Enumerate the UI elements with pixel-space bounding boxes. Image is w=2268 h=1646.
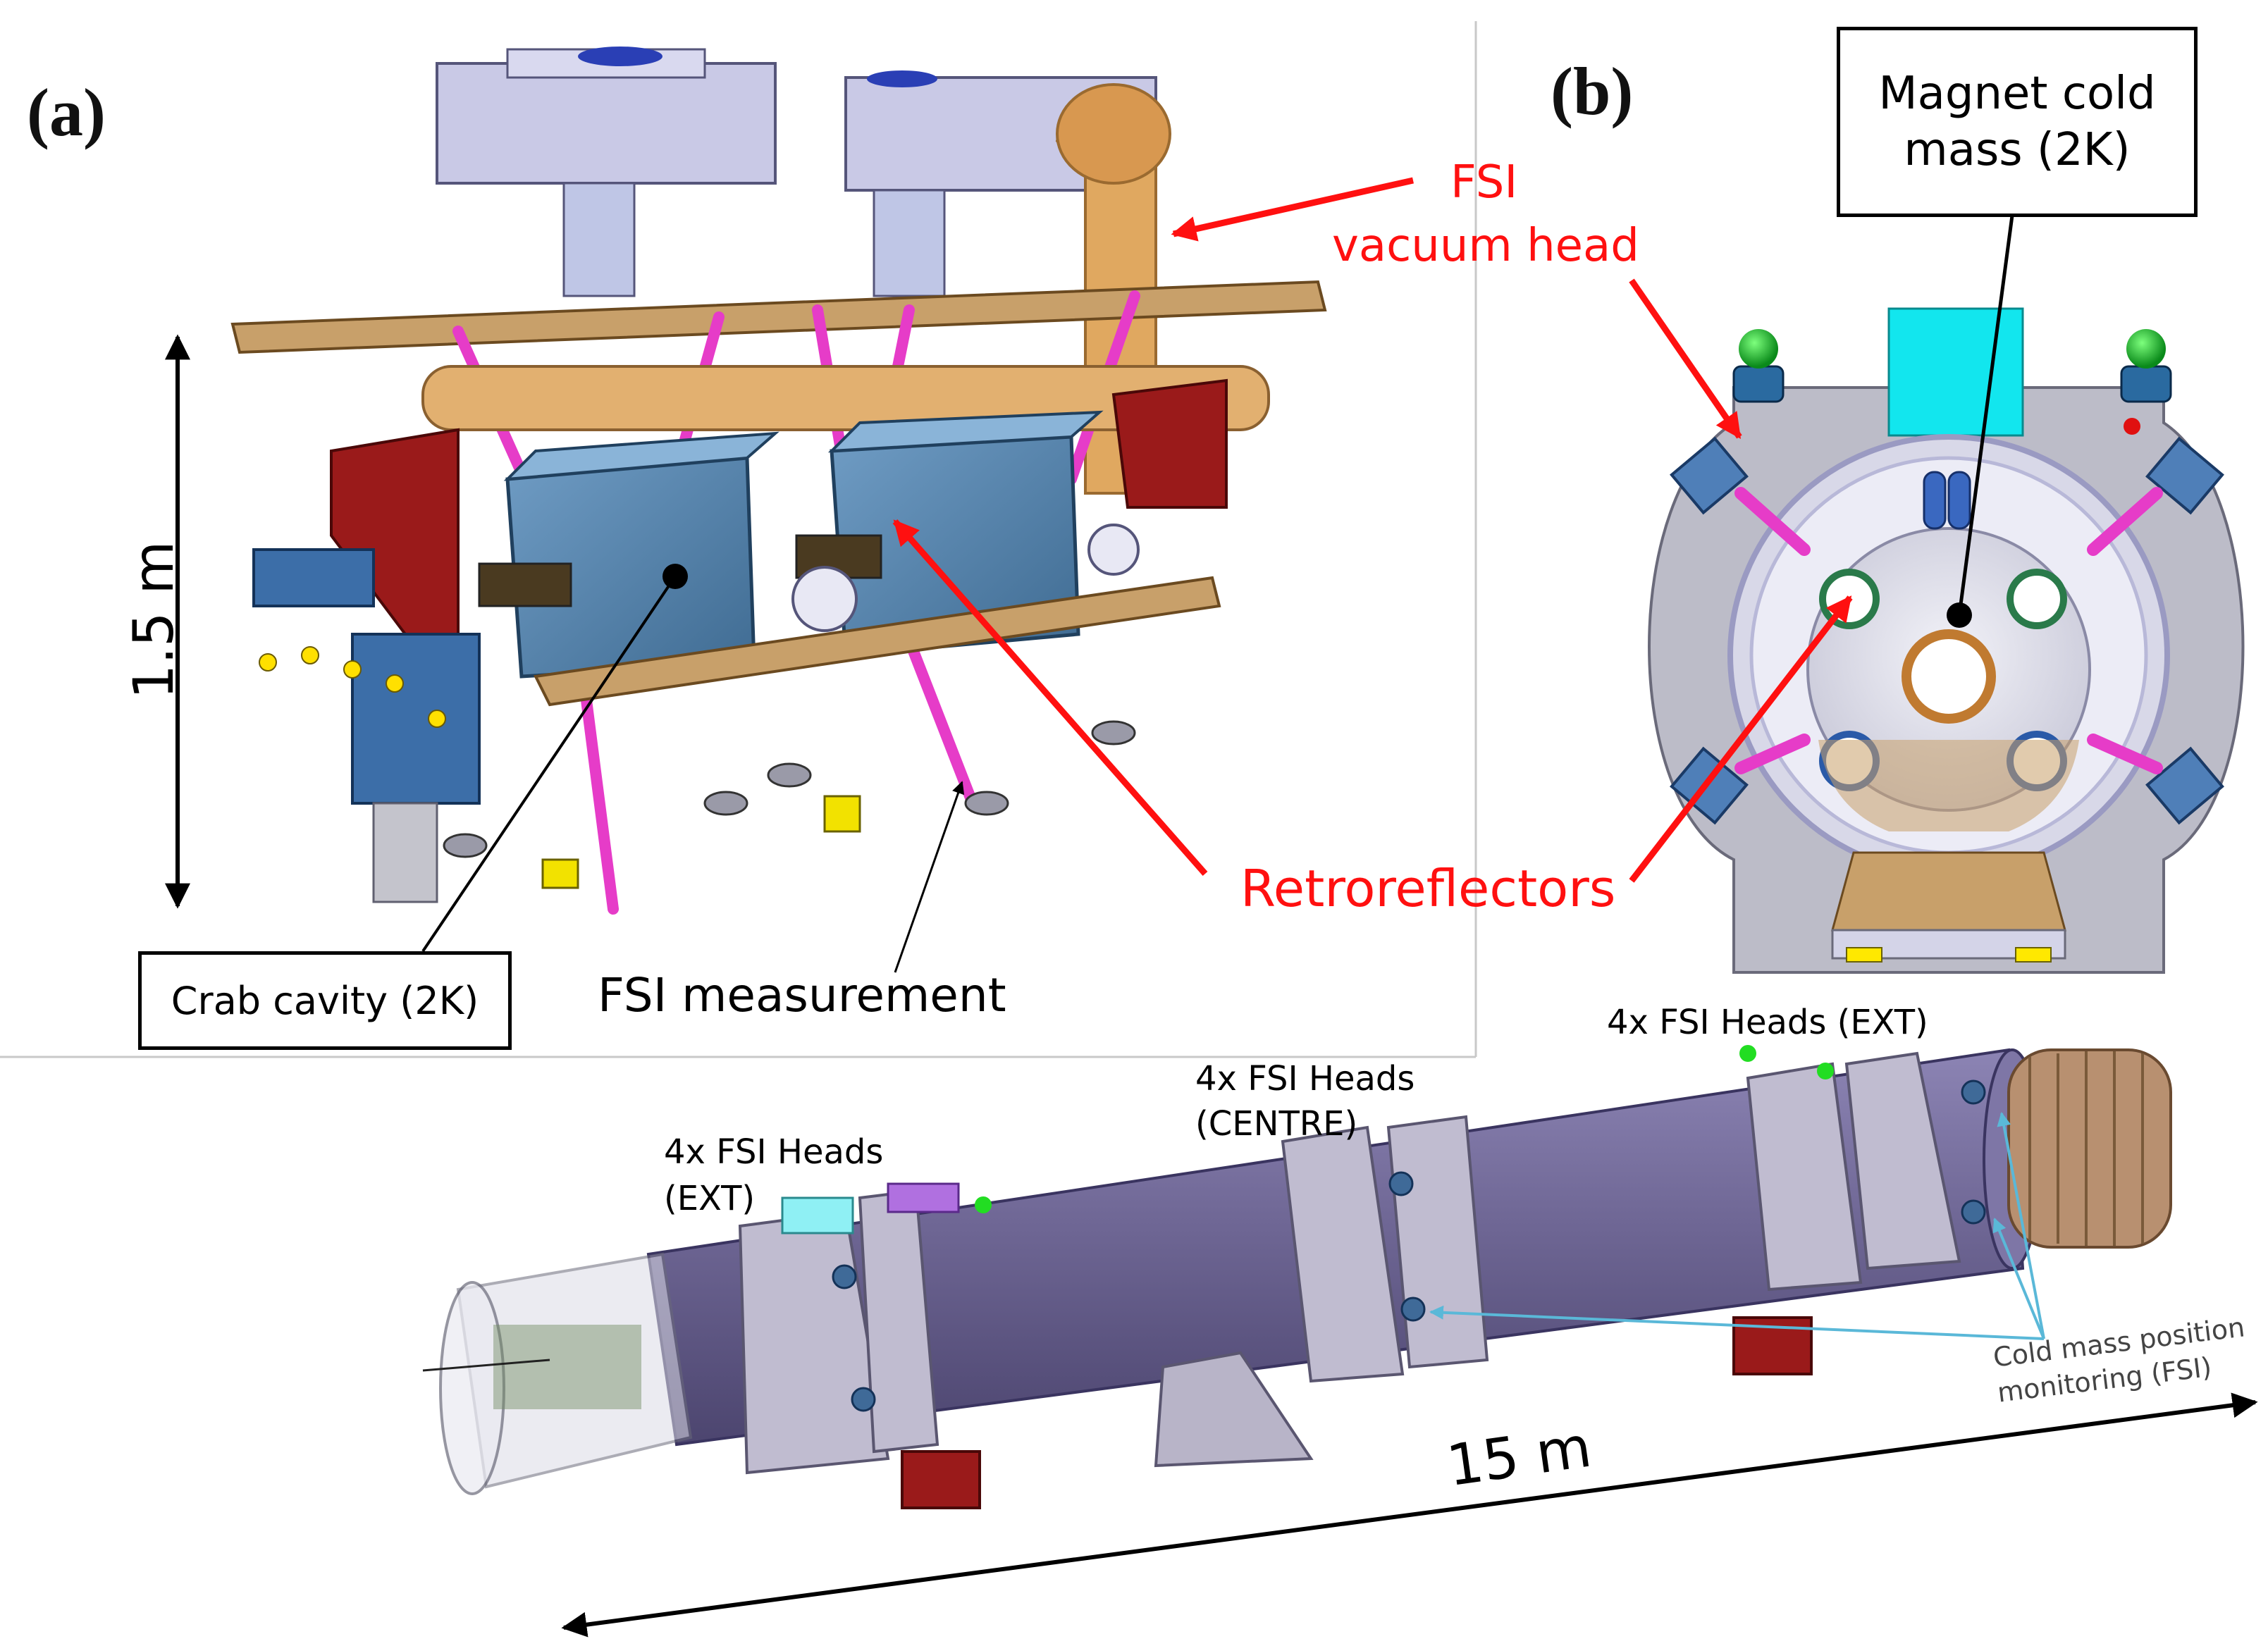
fsi-vacuum-head-label-line2: vacuum head [1332,220,1639,272]
fsi-heads-ext-right-label: 4x FSI Heads (EXT) [1607,1003,1928,1042]
retroreflector-arrow-b [1629,595,1853,883]
crab-cavity-pointer [421,575,677,953]
fsi-measurement-pointer [894,781,965,973]
height-scale-label: 1.5 m [123,540,187,700]
fsi-vacuum-head-label-line1: FSI [1450,156,1518,209]
crab-cavity-cryomodule [230,47,1327,915]
panel-a-letter: (a) [27,75,106,150]
retroreflector-arrow-a [892,519,1208,876]
length-scale-arrow [561,1392,2258,1638]
panel-dividers [0,21,1477,1058]
fsi-heads-ext-left-line1: 4x FSI Heads [664,1132,884,1172]
cross-section [1648,307,2245,974]
cold-mass-pointer [1957,215,2014,616]
fsi-heads-centre-line2: (CENTRE) [1195,1104,1358,1144]
fsi-heads-ext-left-line2: (EXT) [664,1179,756,1218]
fsi-heads-centre-line1: 4x FSI Heads [1195,1059,1415,1099]
fsi-measurement-label: FSI measurement [598,968,1006,1022]
panel-b-letter: (b) [1551,54,1634,129]
cold-mass-label: Magnet cold mass (2K) [1837,27,2198,217]
fsi-vacuum-head-arrow-b [1629,278,1742,439]
cold-mass-line1: Magnet cold [1878,68,2156,120]
retroreflectors-label: Retroreflectors [1240,859,1616,918]
cold-mass-line2: mass (2K) [1904,124,2131,176]
crab-cavity-label: Crab cavity (2K) [138,951,512,1050]
crab-cavity-text: Crab cavity (2K) [171,978,479,1023]
cold-mass-monitoring-arrows [1429,1112,2045,1340]
fsi-vacuum-head-arrow [1171,177,1414,242]
